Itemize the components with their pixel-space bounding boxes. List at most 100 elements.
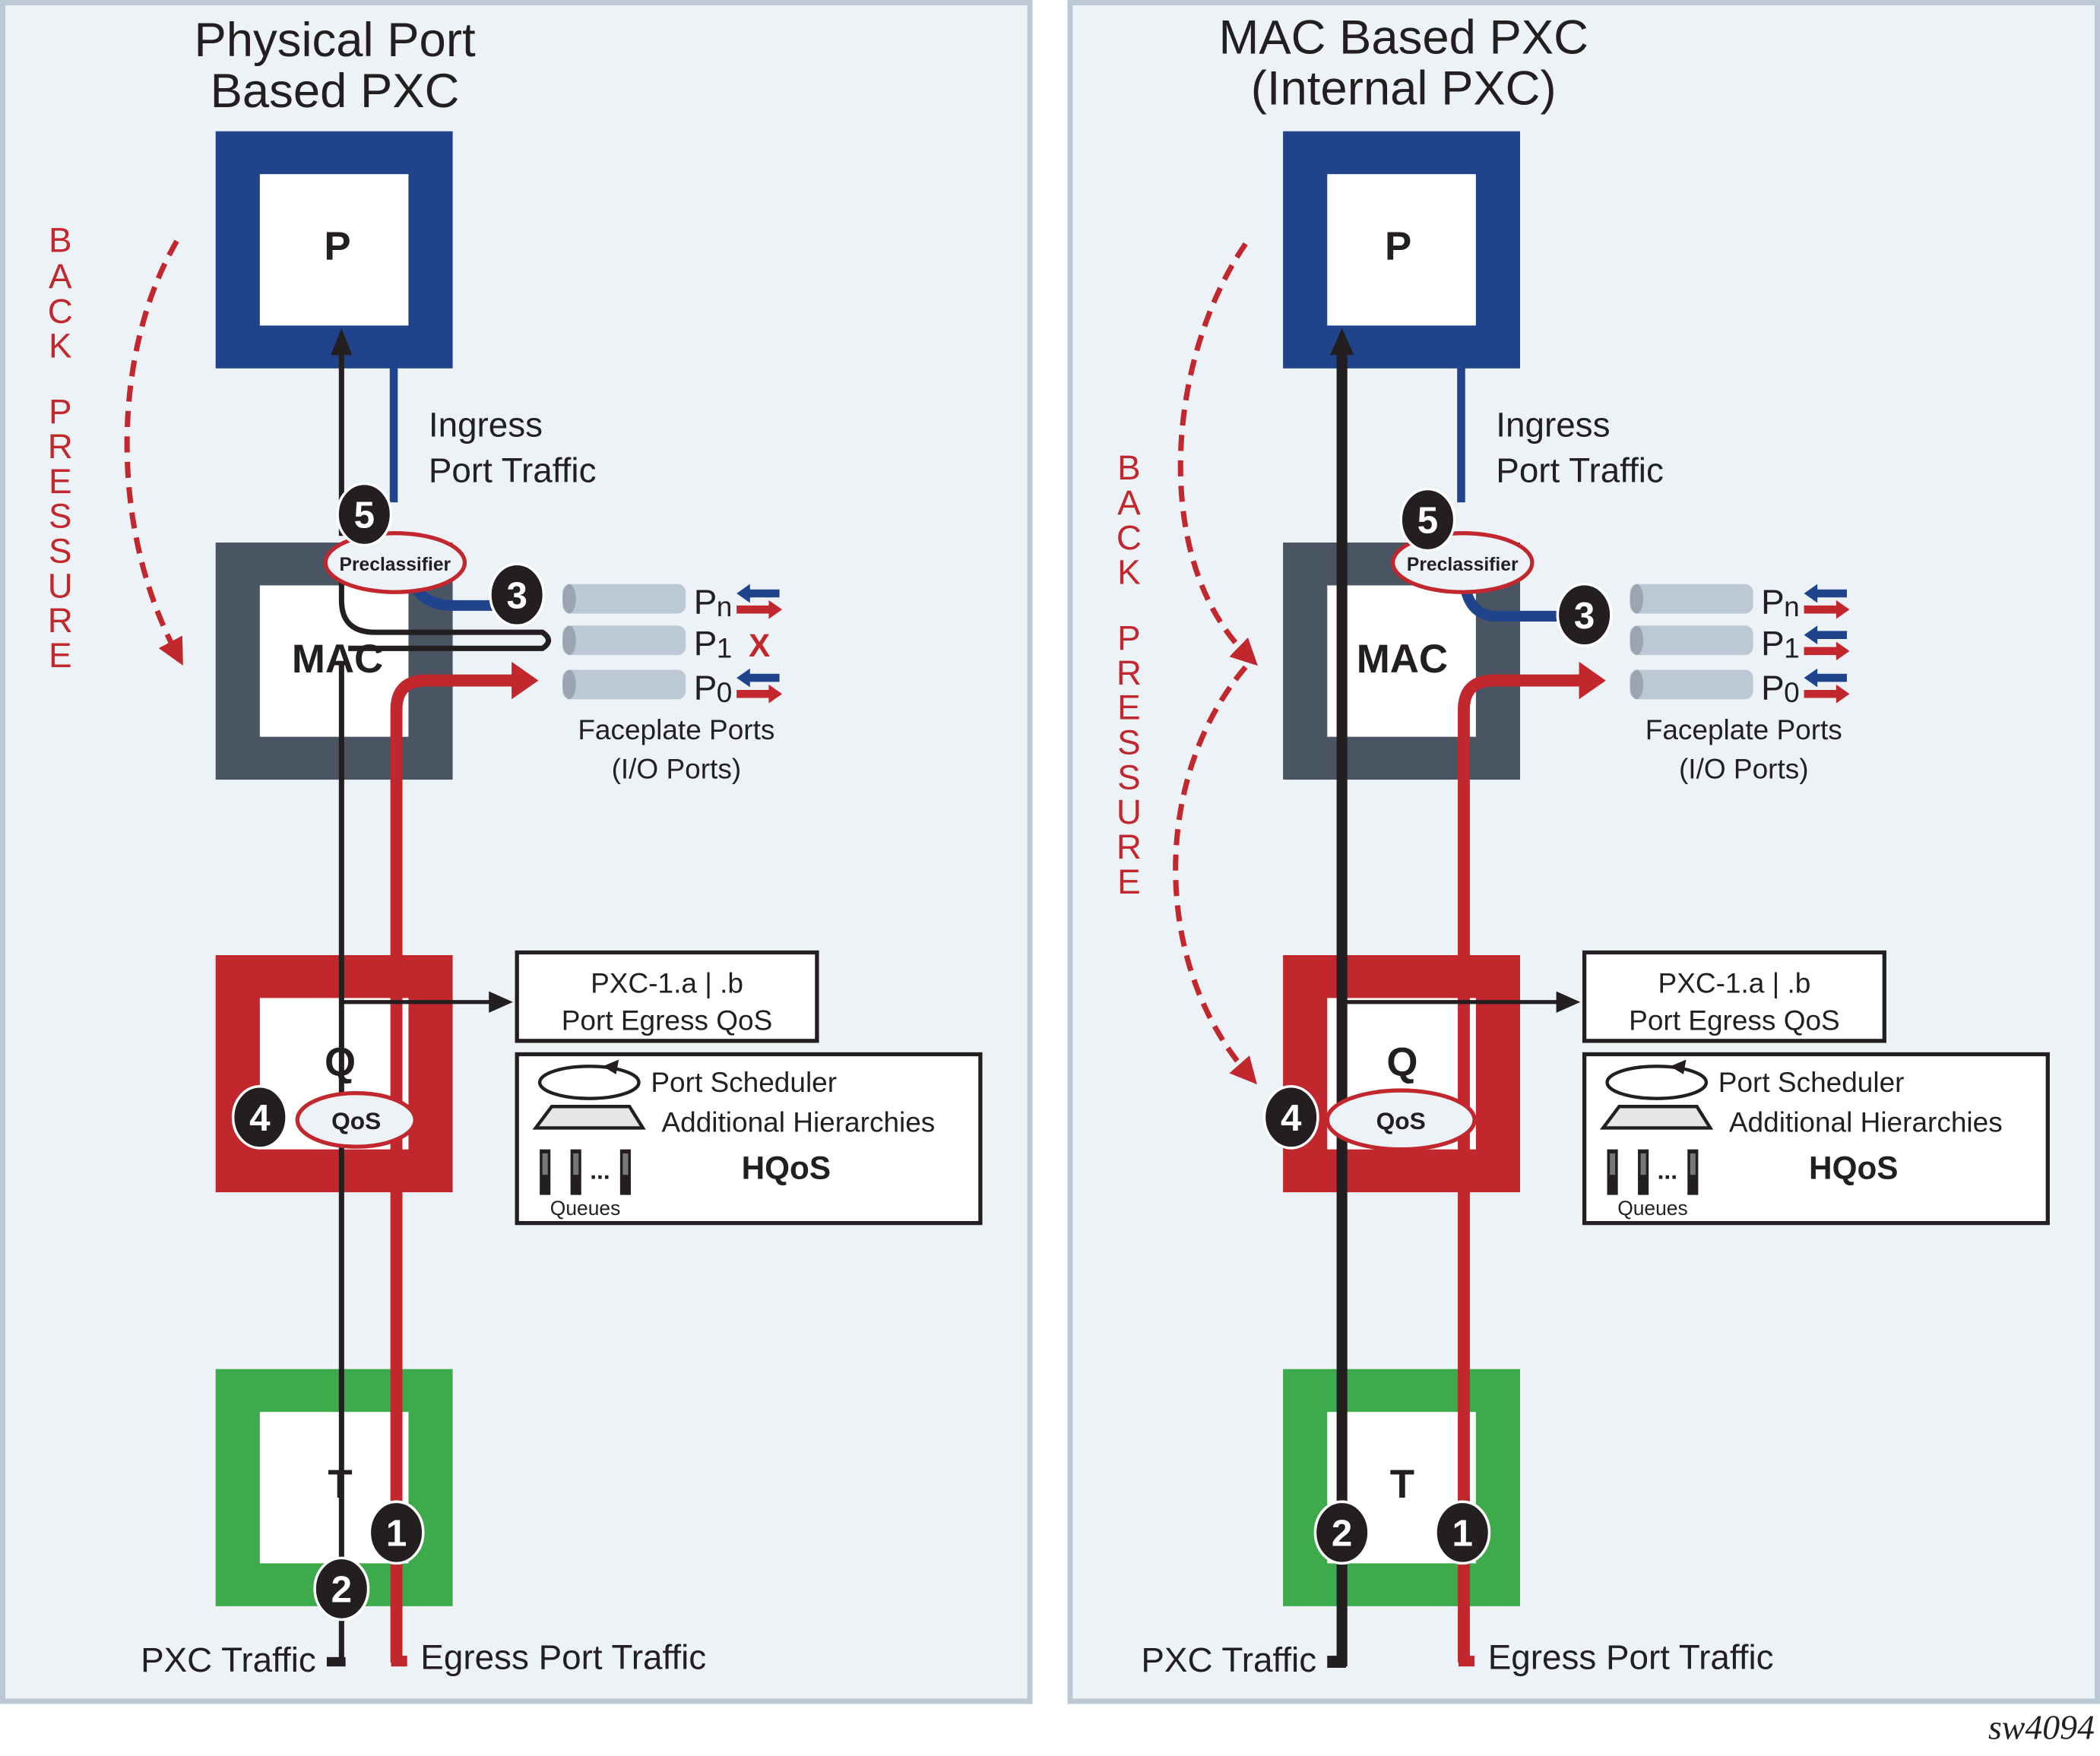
back-pressure-arrow <box>124 239 183 666</box>
preclassifier-node: Preclassifier <box>323 531 467 594</box>
p-box-label: P <box>324 224 350 269</box>
pxc-port-egress-qos-box: PXC-1.a | .b Port Egress QoS <box>515 950 819 1043</box>
panel-mac-based-pxc: MAC Based PXC (Internal PXC) B A C K P R… <box>1067 0 2100 1704</box>
svg-text:S: S <box>1117 758 1141 796</box>
svg-text:S: S <box>49 531 72 570</box>
svg-text:4: 4 <box>249 1097 271 1139</box>
svg-text:R: R <box>48 427 73 466</box>
pxc-arrowhead <box>331 327 353 356</box>
port-in-arrow <box>1804 668 1847 688</box>
panel-title-line1: Physical Port <box>194 14 475 67</box>
svg-text:Additional Hierarchies: Additional Hierarchies <box>661 1106 935 1138</box>
svg-text:Additional Hierarchies: Additional Hierarchies <box>1729 1106 2003 1138</box>
svg-text:PXC-1.a | .b: PXC-1.a | .b <box>591 967 743 998</box>
qos-node: QoS <box>1325 1088 1477 1152</box>
svg-text:1: 1 <box>717 632 733 664</box>
port-in-arrow <box>1804 584 1847 603</box>
svg-text:2: 2 <box>331 1569 352 1611</box>
step-marker-2: 2 <box>1313 1500 1370 1565</box>
step-marker-5: 5 <box>336 482 393 547</box>
port-out-arrow <box>736 600 783 619</box>
hqos-box: Port Scheduler Additional Hierarchies ..… <box>515 1052 983 1226</box>
back-pressure-label: B A C K P R E S S U R E <box>1117 448 1142 901</box>
svg-text:E: E <box>1117 862 1141 901</box>
svg-text:Port Scheduler: Port Scheduler <box>651 1066 837 1098</box>
step-marker-4: 4 <box>231 1085 288 1150</box>
svg-text:E: E <box>49 636 72 675</box>
svg-text:3: 3 <box>1574 595 1595 637</box>
svg-text:0: 0 <box>1784 676 1800 708</box>
svg-text:R: R <box>1117 827 1142 866</box>
q-box: Q <box>215 955 453 1193</box>
svg-text:B: B <box>1117 448 1141 487</box>
svg-text:A: A <box>1117 483 1141 522</box>
panel-background <box>0 0 1033 1704</box>
queues-icon: ... <box>540 1149 631 1195</box>
q-box-label: Q <box>1386 1040 1417 1085</box>
scheduler-icon <box>1605 1065 1709 1100</box>
port-blocked-x-icon: X <box>749 628 770 663</box>
svg-text:Queues: Queues <box>550 1197 621 1220</box>
egress-port-traffic-label: Egress Port Traffic <box>1488 1638 1774 1677</box>
hierarchy-icon <box>1599 1105 1714 1130</box>
svg-text:2: 2 <box>1332 1512 1352 1554</box>
svg-text:P: P <box>694 624 717 663</box>
step-marker-1: 1 <box>368 1500 425 1565</box>
svg-text:P: P <box>1117 619 1141 657</box>
svg-text:5: 5 <box>354 495 375 536</box>
svg-text:n: n <box>717 590 733 622</box>
step-marker-2: 2 <box>313 1556 370 1622</box>
t-box-label: T <box>1390 1462 1414 1507</box>
egress-arrowhead <box>1579 661 1606 700</box>
step-marker-1: 1 <box>1434 1500 1491 1565</box>
port-out-arrow <box>736 684 783 704</box>
svg-text:3: 3 <box>506 574 527 616</box>
svg-text:P: P <box>1761 668 1785 707</box>
q-box: Q <box>1283 955 1521 1193</box>
p-box-label: P <box>1385 224 1411 269</box>
svg-text:P: P <box>694 582 717 621</box>
svg-text:U: U <box>1117 793 1142 831</box>
step-marker-5: 5 <box>1399 487 1456 552</box>
egress-arrowhead <box>512 661 539 700</box>
port-out-arrow <box>1804 641 1850 661</box>
ports-label-line2: (I/O Ports) <box>612 752 742 784</box>
figure-id: sw4094 <box>1988 1707 2095 1746</box>
svg-text:P: P <box>694 668 717 707</box>
step-marker-3: 3 <box>489 562 546 628</box>
svg-text:R: R <box>1117 653 1142 692</box>
port-out-arrow <box>1804 684 1850 704</box>
ingress-label-line2: Port Traffic <box>1496 451 1664 490</box>
t-box: T <box>1283 1368 1521 1606</box>
pxc-traffic-label: PXC Traffic <box>1141 1641 1316 1679</box>
port-out-arrow <box>1804 600 1850 619</box>
ingress-label-line1: Ingress <box>1496 406 1610 445</box>
svg-text:QoS: QoS <box>331 1107 381 1134</box>
svg-text:S: S <box>1117 723 1141 762</box>
svg-text:Port Scheduler: Port Scheduler <box>1718 1066 1905 1098</box>
pxc-loop-line <box>338 552 552 651</box>
svg-text:HQoS: HQoS <box>1809 1150 1898 1185</box>
pxc-port-egress-qos-box: PXC-1.a | .b Port Egress QoS <box>1582 950 1886 1043</box>
ports-label-line1: Faceplate Ports <box>1645 713 1842 745</box>
queues-icon: ... <box>1607 1149 1699 1195</box>
ingress-label-line1: Ingress <box>429 406 543 445</box>
svg-text:A: A <box>49 257 72 296</box>
egress-port-traffic-label: Egress Port Traffic <box>420 1638 706 1677</box>
step-marker-3: 3 <box>1556 582 1613 647</box>
svg-text:P: P <box>1761 624 1785 663</box>
pxc-traffic-label: PXC Traffic <box>141 1641 316 1679</box>
preclassifier-label: Preclassifier <box>1407 555 1519 575</box>
svg-text:Port Egress QoS: Port Egress QoS <box>1629 1005 1840 1036</box>
step-marker-4: 4 <box>1262 1085 1319 1150</box>
svg-text:n: n <box>1784 590 1800 622</box>
svg-text:...: ... <box>1658 1156 1677 1184</box>
